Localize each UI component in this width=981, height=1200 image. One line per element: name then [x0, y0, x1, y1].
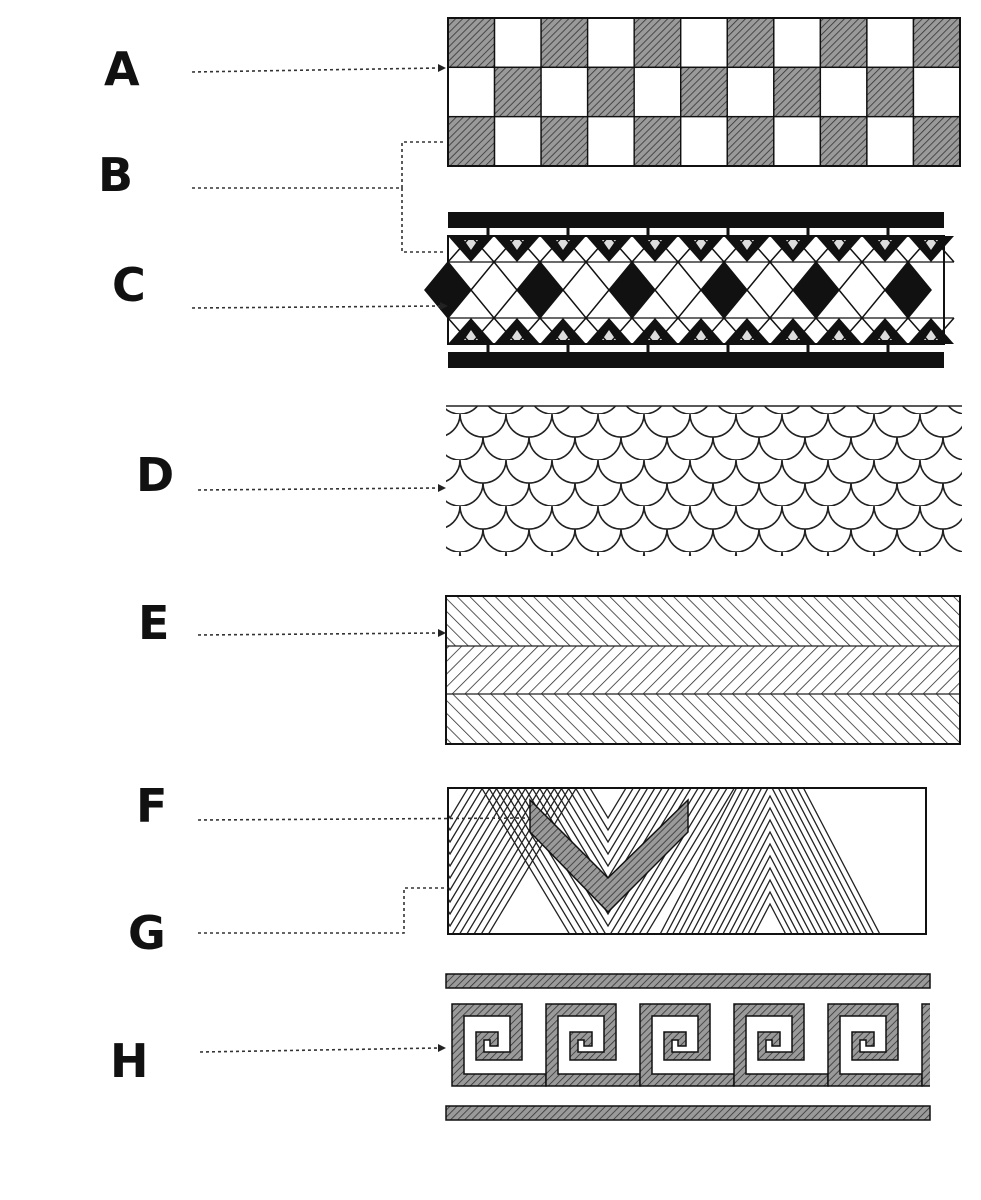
panel-e-herringbone — [445, 595, 961, 745]
panel-a-checkerboard — [447, 17, 961, 167]
label-b: B — [98, 148, 134, 202]
label-a: A — [104, 42, 140, 96]
leader-lines — [191, 64, 531, 1053]
panel-d-fish-scale — [446, 405, 962, 556]
panel-h-meander — [445, 973, 931, 1121]
panel-f-chevron — [447, 787, 927, 935]
label-g: G — [128, 906, 166, 960]
label-e: E — [138, 596, 170, 650]
label-f: F — [136, 779, 168, 833]
panel-c-star-band — [424, 212, 955, 368]
label-h: H — [110, 1034, 149, 1088]
label-c: C — [112, 258, 146, 312]
label-d: D — [136, 448, 175, 502]
